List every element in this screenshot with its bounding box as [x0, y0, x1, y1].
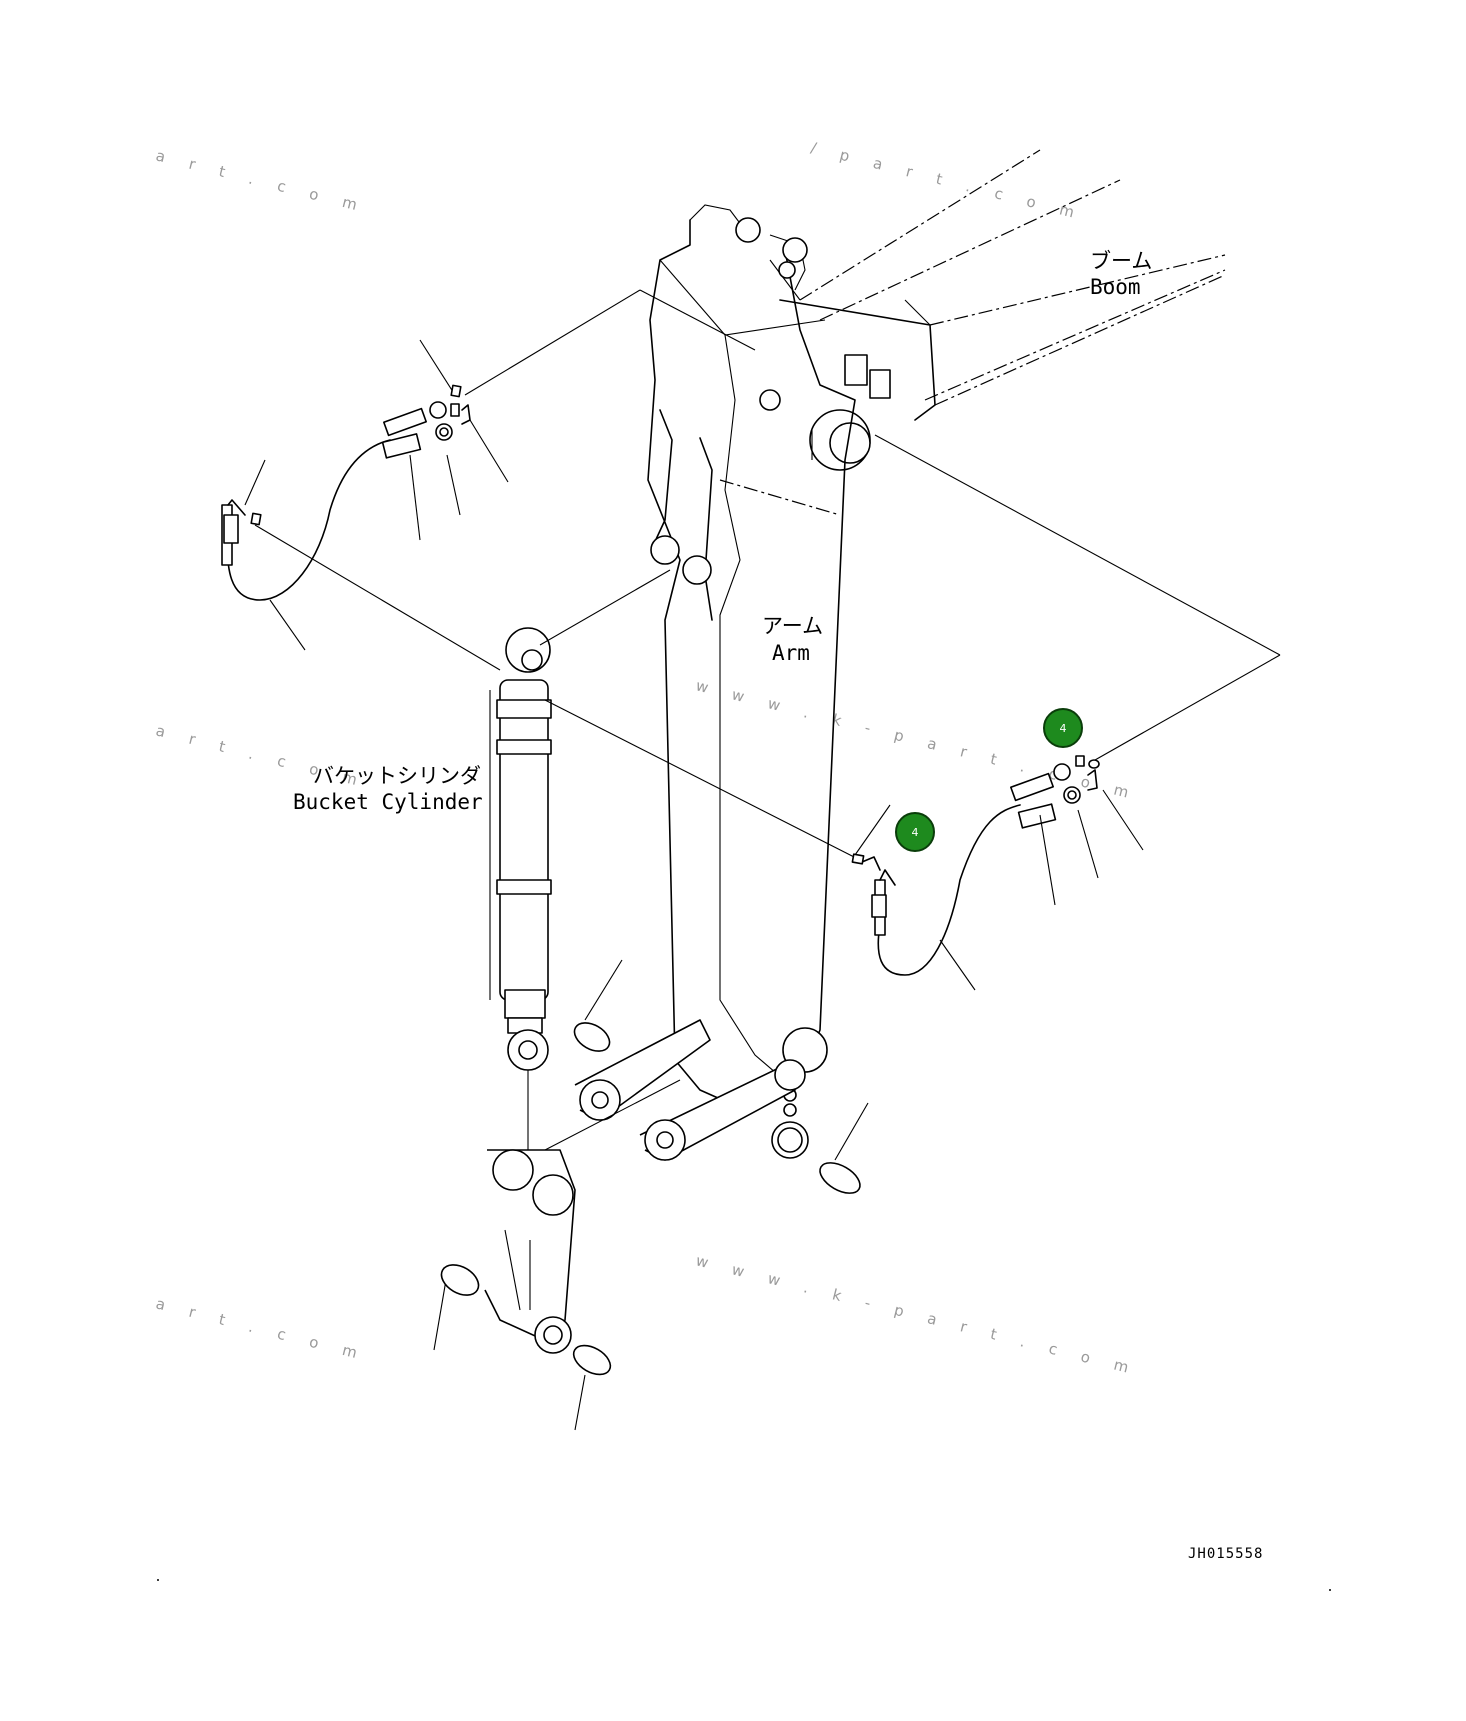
- arm-links: [574, 1019, 806, 1161]
- watermarks: a r t . c o m / p a r t . c o m w w w . …: [154, 138, 1140, 1379]
- o-ring-lower-right: [572, 1344, 612, 1376]
- o-ring-upper: [573, 1022, 611, 1052]
- arm: [647, 204, 856, 1159]
- leader-lines: [244, 339, 1144, 1431]
- boom: [769, 149, 1226, 471]
- left-grease-hose-assembly: [221, 401, 471, 601]
- callout-marker-upper[interactable]: 4: [1043, 708, 1083, 748]
- reference-lines: [254, 289, 1281, 1151]
- callout-circle: [895, 812, 935, 852]
- right-grease-hose-assembly: [861, 755, 1098, 976]
- watermark-top-center: / p a r t . c o m: [809, 138, 1086, 223]
- label-boom-jp: ブーム: [1090, 249, 1152, 273]
- bucket-link: [484, 1149, 576, 1354]
- label-bucket-cylinder-en: Bucket Cylinder: [293, 790, 483, 814]
- o-ring-lower-left: [440, 1264, 480, 1296]
- label-arm-jp: アーム: [762, 614, 823, 638]
- watermark-bottom-left: a r t . c o m: [154, 1294, 369, 1364]
- component-labels: ブーム Boom アーム Arm バケットシリンダ Bucket Cylinde…: [293, 249, 1263, 1562]
- o-ring-right: [819, 1162, 861, 1194]
- watermark-top-left: a r t . c o m: [154, 146, 369, 216]
- watermark-bottom-center: w w w . k - p a r t . c o m: [694, 1251, 1140, 1379]
- corner-marks: [157, 1579, 1331, 1591]
- callout-circle: [1043, 708, 1083, 748]
- label-boom-en: Boom: [1090, 275, 1141, 299]
- small-parts: [250, 384, 1100, 865]
- drawing-code: JH015558: [1188, 1546, 1263, 1562]
- callout-marker-lower[interactable]: 4: [895, 812, 935, 852]
- label-arm-en: Arm: [772, 641, 810, 665]
- bucket-cylinder: [489, 627, 552, 1150]
- label-bucket-cylinder-jp: バケットシリンダ: [313, 764, 481, 788]
- callout-number: 4: [1060, 722, 1067, 735]
- callout-number: 4: [912, 826, 919, 839]
- o-rings: [440, 1022, 861, 1376]
